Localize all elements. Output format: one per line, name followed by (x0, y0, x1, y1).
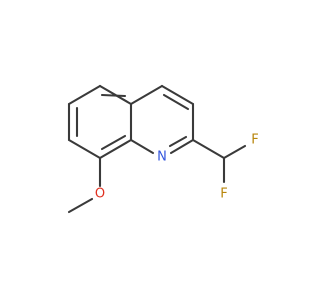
bond-c7-c8 (67, 138, 102, 160)
bond-c2-n1-inner (168, 135, 188, 148)
bond-c4-c3-inner (162, 93, 190, 111)
atom-nitrogen: N (157, 150, 167, 165)
bond-c2-n1 (169, 138, 195, 155)
atom-fluorine-bottom: F (220, 187, 227, 202)
atom-fluorine-top: F (251, 133, 258, 148)
bond-chf2-f-top (222, 144, 247, 160)
bond-c8-c8a (98, 138, 133, 160)
bond-c2-chf2 (191, 138, 226, 160)
bond-c4a-c4 (129, 84, 164, 106)
bond-c8-c8a-inner (100, 134, 127, 151)
bond-c5-c6 (67, 84, 102, 106)
bond-c4a-c5-inner (100, 93, 127, 98)
molecule-structure: N F F O (67, 84, 259, 214)
bond-o-ch3 (67, 197, 94, 214)
bond-c4-c3 (160, 84, 195, 106)
atom-oxygen: O (95, 187, 105, 202)
bond-n1-c8a (129, 138, 155, 155)
